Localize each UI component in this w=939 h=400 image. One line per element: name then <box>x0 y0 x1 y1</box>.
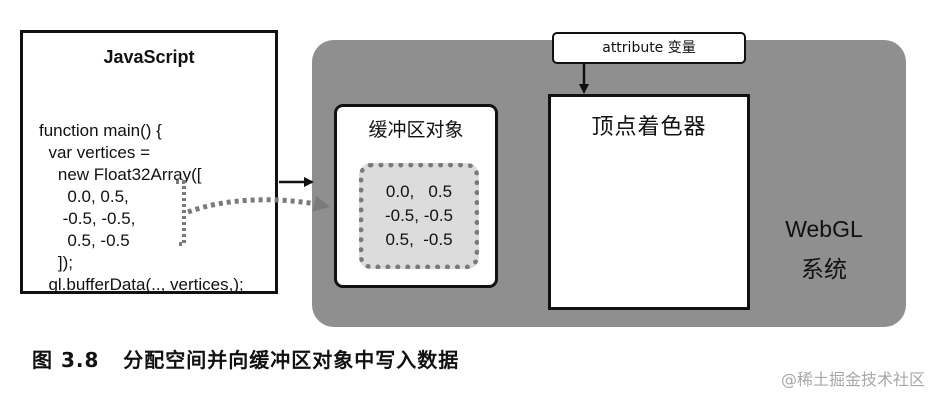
buffer-data-row: 0.0, 0.5 <box>385 182 453 201</box>
code-line: 0.0, 0.5, <box>39 187 129 206</box>
dotted-data-arrow <box>187 195 330 215</box>
webgl-label: WebGL <box>785 216 863 242</box>
javascript-title: JavaScript <box>103 47 195 67</box>
javascript-code-box: JavaScript function main() { var vertice… <box>20 30 278 294</box>
code-line: function main() { <box>39 121 162 140</box>
buffer-object-title: 缓冲区对象 <box>368 119 464 141</box>
webgl-system-label: 系统 <box>801 256 847 282</box>
buffer-data-row: -0.5, -0.5 <box>384 206 454 225</box>
vertex-shader-title: 顶点着色器 <box>591 115 707 140</box>
figure-caption: 图 3.8 分配空间并向缓冲区对象中写入数据 <box>32 348 460 372</box>
code-line: -0.5, -0.5, <box>39 209 136 228</box>
watermark: @稀土掘金技术社区 <box>780 370 925 389</box>
code-line: gl.bufferData(.., vertices,); <box>39 275 244 294</box>
code-line: 0.5, -0.5 <box>39 231 130 250</box>
buffer-object-box: 缓冲区对象 0.0, 0.5 -0.5, -0.5 0.5, -0.5 <box>334 104 498 288</box>
code-line: var vertices = <box>39 143 151 162</box>
buffer-data-region: 0.0, 0.5 -0.5, -0.5 0.5, -0.5 <box>359 163 479 269</box>
code-line: new Float32Array([ <box>39 165 202 184</box>
attribute-variable-box: attribute 变量 <box>552 32 746 64</box>
code-line: ]); <box>39 253 73 272</box>
array-bracket-dotted <box>176 180 186 246</box>
vertex-shader-box: 顶点着色器 <box>548 94 750 310</box>
buffer-data-row: 0.5, -0.5 <box>385 230 453 249</box>
